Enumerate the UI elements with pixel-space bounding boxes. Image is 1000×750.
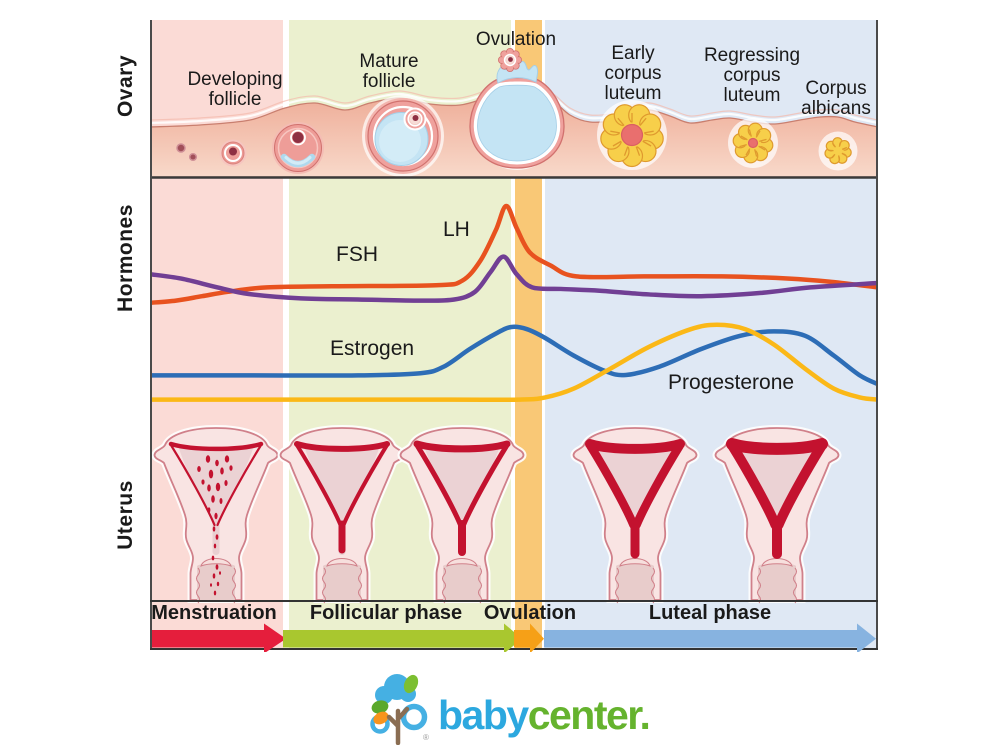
hormone-curves xyxy=(150,203,878,403)
uterus-menstruation xyxy=(151,424,281,604)
phase-label-menstruation: Menstruation xyxy=(151,602,277,624)
cycle-diagram-canvas xyxy=(150,20,878,652)
uterus-luteal-late xyxy=(712,424,842,604)
row-label-uterus: Uterus xyxy=(114,480,137,550)
uterus-follicular-early xyxy=(277,424,407,604)
babycenter-logo: ® babycenter. xyxy=(368,671,651,745)
label-corpus-albicans: Corpus albicans xyxy=(801,78,871,119)
uterus-follicular-late xyxy=(397,424,527,604)
label-early-corpus-luteum: Early corpus luteum xyxy=(604,43,662,104)
label-lh: LH xyxy=(443,218,470,241)
label-progesterone: Progesterone xyxy=(668,371,795,394)
phase-arrows xyxy=(152,623,876,652)
curve-estrogen xyxy=(150,324,878,387)
logo-word-baby: baby xyxy=(438,691,529,738)
phase-label-follicular: Follicular phase xyxy=(309,602,463,624)
label-developing-follicle: Developing follicle xyxy=(187,69,283,110)
label-mature-follicle: Mature follicle xyxy=(359,51,419,92)
phase-label-luteal: Luteal phase xyxy=(648,602,772,624)
label-fsh: FSH xyxy=(336,243,378,266)
row-label-hormones: Hormones xyxy=(114,204,137,312)
label-estrogen: Estrogen xyxy=(330,337,415,360)
curve-progesterone xyxy=(150,322,878,403)
logo-period: . xyxy=(639,691,651,738)
label-ovulation: Ovulation xyxy=(475,29,557,50)
babycenter-tree-icon xyxy=(370,674,428,745)
curve-fsh xyxy=(150,254,878,303)
registered-mark: ® xyxy=(423,733,429,742)
phase-label-ovulation: Ovulation xyxy=(483,602,577,624)
label-regressing-corpus-luteum: Regressing corpus luteum xyxy=(703,45,801,106)
ovary-illustration xyxy=(150,47,878,177)
logo-word-center: center xyxy=(527,691,641,738)
babycenter-wordmark: babycenter. xyxy=(438,691,651,739)
